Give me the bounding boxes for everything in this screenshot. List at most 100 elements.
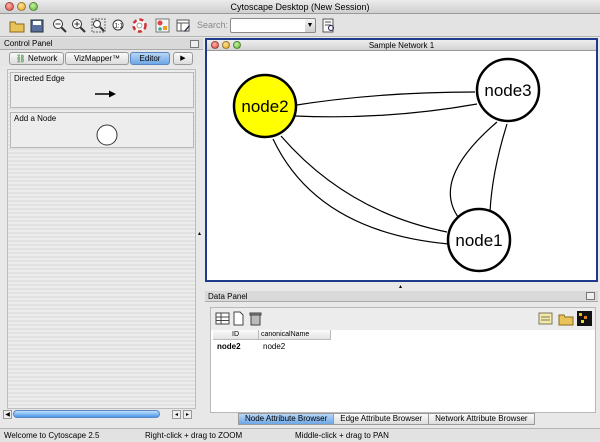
- search-options-button[interactable]: [320, 17, 337, 34]
- new-attribute-button[interactable]: [230, 310, 247, 327]
- column-header-canonicalname[interactable]: canonicalName: [259, 330, 331, 340]
- node-node2[interactable]: node2: [232, 73, 298, 139]
- network-tab-icon: ⛓: [15, 54, 26, 63]
- tab-editor-label: Editor: [139, 54, 161, 63]
- directed-edge-group[interactable]: Directed Edge: [10, 72, 194, 108]
- node-label: node2: [241, 97, 288, 116]
- attribute-table-panel: ID canonicalName node2 node2: [210, 307, 596, 413]
- attribute-toolbar: [211, 308, 595, 330]
- search-options-icon: [322, 18, 334, 33]
- open-session-button[interactable]: [8, 17, 25, 34]
- zoom-button[interactable]: [29, 2, 38, 11]
- save-icon: [30, 19, 43, 32]
- scroll-left-small-icon: ◂: [174, 412, 178, 418]
- network-view-window: Sample Network 1 node2 node3 node1: [205, 38, 598, 282]
- cell-id[interactable]: node2: [217, 342, 241, 351]
- tab-network-label: Network: [28, 54, 58, 63]
- scroll-left-button[interactable]: ◀: [3, 410, 12, 419]
- tab-scroll-right-button[interactable]: ▶: [173, 52, 193, 65]
- edge-node2-node3-b[interactable]: [294, 103, 478, 118]
- tab-editor[interactable]: Editor: [130, 52, 170, 65]
- add-node-group[interactable]: Add a Node: [10, 112, 194, 148]
- control-panel-float-button[interactable]: [190, 40, 199, 48]
- node-node3[interactable]: node3: [475, 57, 541, 123]
- network-canvas[interactable]: node2 node3 node1: [207, 52, 596, 280]
- edge-node2-node1[interactable]: [280, 135, 448, 233]
- help-button[interactable]: [131, 17, 148, 34]
- attribute-browser-tabs: Node Attribute Browser Edge Attribute Br…: [238, 413, 535, 425]
- trash-icon: [249, 312, 262, 326]
- zoom-in-button[interactable]: [70, 17, 87, 34]
- delete-attribute-button[interactable]: [247, 310, 264, 327]
- zoom-selected-button[interactable]: [90, 17, 107, 34]
- network-minimize-button[interactable]: [222, 41, 230, 49]
- node-label: node1: [455, 231, 502, 250]
- column-header-id[interactable]: ID: [213, 330, 259, 340]
- network-zoom-button[interactable]: [233, 41, 241, 49]
- horizontal-scrollbar[interactable]: [13, 410, 160, 418]
- add-node-title: Add a Node: [14, 114, 57, 123]
- control-panel-tabs: ⛓ Network VizMapper™ Editor ▶: [0, 51, 203, 66]
- svg-text:1:1: 1:1: [115, 24, 124, 30]
- zoom-in-icon: [72, 19, 86, 33]
- select-attributes-button[interactable]: [214, 310, 231, 327]
- save-session-button[interactable]: [28, 17, 45, 34]
- import-attributes-button[interactable]: [557, 310, 574, 327]
- play-right-icon: ▶: [180, 55, 186, 62]
- split-handle[interactable]: ▴: [198, 231, 202, 237]
- vizmapper-button[interactable]: [154, 17, 171, 34]
- window-titlebar: Cytoscape Desktop (New Session): [0, 0, 600, 14]
- folder-icon: [9, 21, 24, 32]
- tab-vizmapper[interactable]: VizMapper™: [65, 52, 129, 65]
- edge-node2-node3[interactable]: [289, 91, 476, 107]
- new-document-icon: [233, 311, 244, 326]
- tab-edge-attribute-browser[interactable]: Edge Attribute Browser: [333, 413, 429, 425]
- scroll-left-icon: ◀: [5, 412, 10, 418]
- edge-node3-node1-b[interactable]: [449, 121, 498, 223]
- tab-vizmapper-label: VizMapper™: [73, 54, 121, 63]
- tab-node-attribute-browser[interactable]: Node Attribute Browser: [238, 413, 334, 425]
- vizmapper-icon: [155, 18, 170, 33]
- node-node1[interactable]: node1: [446, 207, 512, 273]
- chevron-down-icon: ▼: [306, 22, 314, 29]
- scroll-right-icon: ▸: [185, 412, 189, 418]
- attribute-browser-button[interactable]: [175, 17, 192, 34]
- control-panel-title: Control Panel: [4, 39, 53, 48]
- tab-network[interactable]: ⛓ Network: [9, 52, 64, 65]
- search-dropdown-button[interactable]: ▼: [305, 18, 316, 33]
- close-button[interactable]: [5, 2, 14, 11]
- heatmap-icon: [577, 311, 592, 326]
- zoom-out-button[interactable]: [51, 17, 68, 34]
- data-panel-float-button[interactable]: [586, 292, 595, 300]
- zoom-fit-button[interactable]: 1:1: [110, 17, 127, 34]
- node-label: node3: [484, 81, 531, 100]
- directed-edge-title: Directed Edge: [14, 74, 65, 83]
- tab-network-attribute-browser[interactable]: Network Attribute Browser: [428, 413, 535, 425]
- status-message: Welcome to Cytoscape 2.5: [4, 431, 100, 440]
- minimize-button[interactable]: [17, 2, 26, 11]
- network-window-controls: [211, 41, 241, 49]
- heatmap-button[interactable]: [576, 310, 593, 327]
- zoom-hint: Right-click + drag to ZOOM: [145, 431, 243, 440]
- cell-canonicalname[interactable]: node2: [263, 342, 286, 351]
- scroll-right-button[interactable]: ▸: [183, 410, 192, 419]
- data-panel-title: Data Panel: [208, 292, 248, 301]
- search-label: Search:: [197, 20, 229, 30]
- edge-node2-node1-b[interactable]: [272, 138, 450, 245]
- search-input[interactable]: [230, 18, 316, 33]
- window-controls: [5, 2, 38, 11]
- node-circle-icon: [96, 124, 118, 146]
- editor-palette: Directed Edge Add a Node: [7, 69, 196, 409]
- attribute-editor-button[interactable]: [537, 310, 554, 327]
- network-close-button[interactable]: [211, 41, 219, 49]
- split-handle-vertical[interactable]: ▴: [399, 284, 403, 290]
- edge-node3-node1[interactable]: [489, 123, 508, 213]
- zoom-selected-icon: [91, 18, 106, 33]
- network-title: Sample Network 1: [368, 41, 435, 50]
- window-title: Cytoscape Desktop (New Session): [230, 2, 370, 12]
- main-toolbar: 1:1 Search: ▼: [0, 14, 600, 37]
- arrow-right-icon: [95, 90, 116, 98]
- control-panel-header: Control Panel: [0, 38, 203, 50]
- scroll-left-small-button[interactable]: ◂: [172, 410, 181, 419]
- zoom-fit-icon: 1:1: [112, 19, 124, 31]
